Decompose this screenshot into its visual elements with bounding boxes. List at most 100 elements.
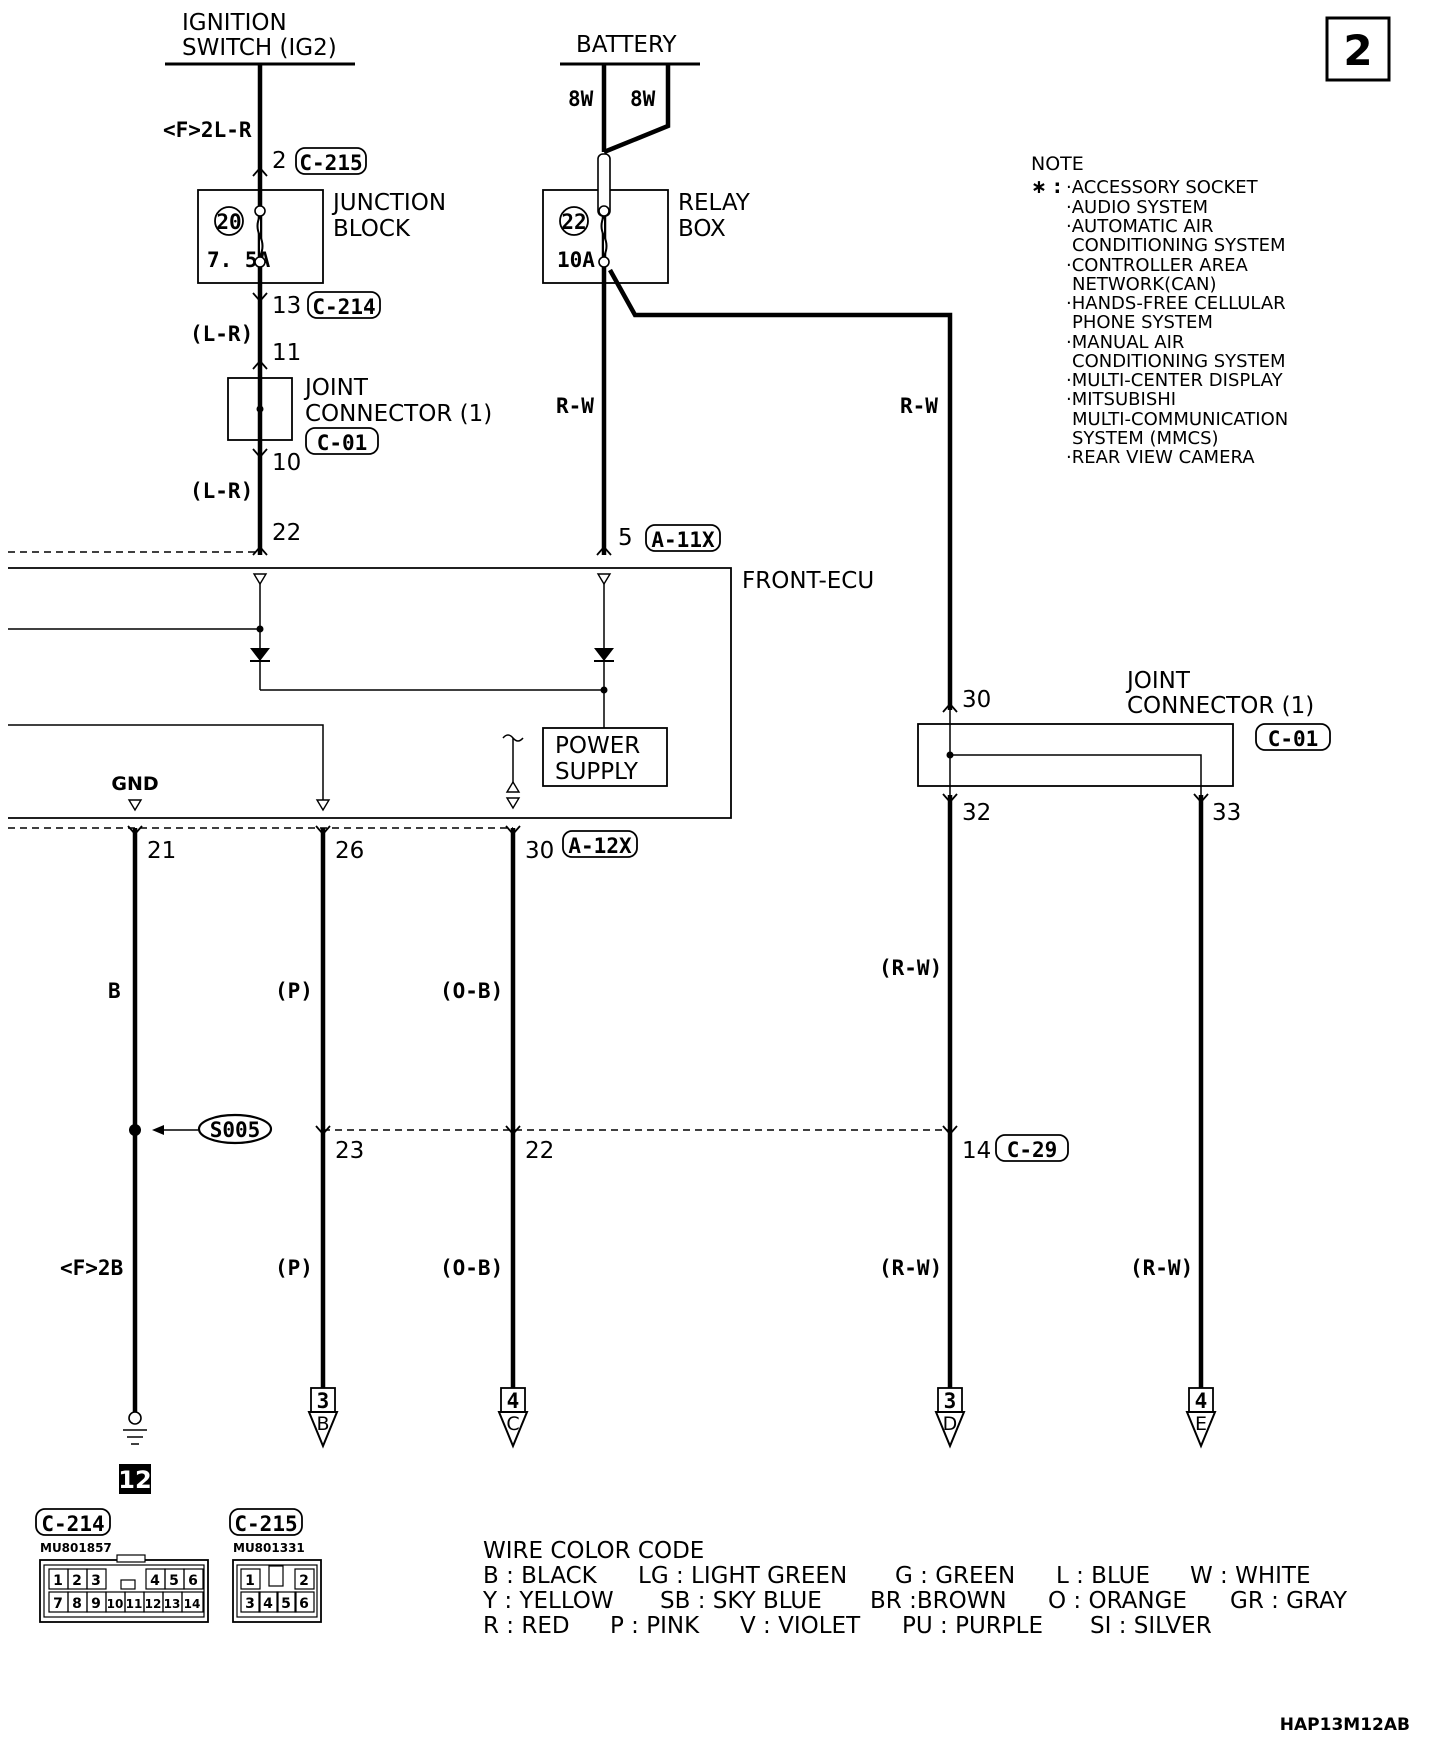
c214-pin-11: 11 [126,1597,143,1611]
fuse-22-top [598,205,610,217]
ecu-bidir-30-down [505,797,521,810]
terminal-3-b-letter: B [316,1413,329,1435]
cc-r1-c3: O : ORANGE [1048,1588,1187,1614]
pin-2: 2 [272,148,287,174]
power-supply-1: POWER [555,733,640,759]
joint-top-name-2: CONNECTOR (1) [305,401,492,427]
cc-r1-c4: GR : GRAY [1230,1588,1348,1614]
c214-pin-9: 9 [91,1596,101,1612]
battery-wire-2: 8W [630,87,656,111]
c215-pin-4: 4 [263,1596,273,1612]
cc-r1-c1: SB : SKY BLUE [660,1588,822,1614]
c215-pin-2: 2 [299,1573,309,1589]
battery-wire-b [603,64,671,155]
wire-label-rw-right: R-W [900,394,938,418]
pin-11: 11 [272,340,301,366]
cc-r0-c1: LG : LIGHT GREEN [638,1563,847,1589]
pin-5-ecu: 5 [618,525,633,551]
note-line-8: ·MANUAL AIR [1066,332,1184,353]
c214-pin-12: 12 [145,1597,162,1611]
cc-r1-c0: Y : YELLOW [482,1588,614,1614]
ecu-diode-batt [594,648,614,661]
pin-22-ecu: 22 [272,520,301,546]
ecu-batt-input-arrow [596,573,612,586]
c215-pin-3: 3 [245,1596,255,1612]
ecu-ig-junction-dot [256,625,264,633]
joint-top-dot [256,405,264,413]
power-supply-2: SUPPLY [555,759,639,785]
terminal-4-c-page: 4 [507,1389,520,1413]
ground-terminal [128,1411,142,1425]
c214-pin-8: 8 [72,1596,82,1612]
note-line-12: MULTI-COMMUNICATION [1072,409,1288,430]
c214-pin-5: 5 [169,1573,179,1589]
terminal-4-c[interactable]: 4 C [497,1387,529,1449]
conn-a11x-label: A-11X [651,528,715,552]
ground-no: 12 [118,1466,151,1494]
c215-pin-5: 5 [281,1596,291,1612]
fuse-22-no: 22 [561,210,586,234]
c214-view-part: MU801857 [40,1541,112,1555]
c214-pin-10: 10 [107,1597,124,1611]
terminal-4-e-letter: E [1195,1413,1207,1435]
page-number: 2 [1343,26,1372,75]
wire-label-p-2: (P) [275,1256,313,1280]
color-code-title: WIRE COLOR CODE [483,1538,704,1564]
splice-label: S005 [210,1118,261,1142]
cc-r2-c4: SI : SILVER [1090,1613,1212,1639]
junction-block-name-2: BLOCK [333,216,411,242]
conn-c01-top-label: C-01 [317,431,368,455]
cc-r0-c0: B : BLACK [483,1563,598,1589]
ecu-gnd-arrow [127,799,143,812]
note-line-1: ·AUDIO SYSTEM [1066,197,1208,218]
wire-label-lr-2: (L-R) [190,479,253,503]
terminal-4-e[interactable]: 4 E [1185,1387,1217,1449]
fuse-22-ring [559,206,589,236]
terminal-3-d[interactable]: 3 D [934,1387,966,1449]
c214-pin-4: 4 [150,1573,160,1589]
fuse-20-bottom [254,256,266,268]
terminal-4-e-page: 4 [1195,1389,1208,1413]
cc-r0-c4: W : WHITE [1190,1563,1311,1589]
ecu-gnd-label: GND [111,773,158,795]
pin-21: 21 [147,838,176,864]
c214-pin-13: 13 [164,1597,181,1611]
note-marker: ∗ : [1031,176,1061,198]
note-title: NOTE [1031,153,1084,175]
c215-view-part: MU801331 [233,1541,305,1555]
ecu-diode-ig [250,648,270,661]
pin-30-joint: 30 [962,687,991,713]
junction-block-name-1: JUNCTION [331,190,446,216]
ground-no-badge [119,1464,151,1494]
note-line-2: ·AUTOMATIC AIR [1066,216,1214,237]
note-line-13: SYSTEM (MMCS) [1072,428,1219,449]
c214-view-name: C-214 [41,1512,104,1536]
ecu-signal-26-arrow [315,799,331,812]
pin-13: 13 [272,293,301,319]
c214-pin-1: 1 [53,1573,63,1589]
fuse-20-no: 20 [216,210,241,234]
terminal-3-d-letter: D [943,1413,958,1435]
fuse-20-top [254,205,266,217]
conn-c01-top-badge [305,427,379,455]
cc-r2-c1: P : PINK [610,1613,700,1639]
conn-a12x-label: A-12X [568,834,632,858]
joint-right-name-2: CONNECTOR (1) [1127,693,1314,719]
wire-label-b: B [108,979,121,1003]
joint-connector-right-box [917,723,1234,787]
power-supply-box [542,727,668,787]
cc-r2-c0: R : RED [483,1613,570,1639]
splice-arrowhead [152,1125,164,1135]
wire-label-rw-32: (R-W) [879,956,942,980]
joint-top-name-1: JOINT [303,375,369,401]
ecu-bidir-30-up [505,780,521,793]
front-ecu-name: FRONT-ECU [742,568,874,594]
c214-pin-2: 2 [72,1573,82,1589]
wire-label-f2b: <F>2B [60,1256,123,1280]
terminal-4-c-letter: C [506,1413,519,1435]
terminal-3-b[interactable]: 3 B [307,1387,339,1449]
conn-c01-right-label: C-01 [1268,727,1319,751]
fuse-22-bottom [598,256,610,268]
note-line-5: NETWORK(CAN) [1072,274,1217,295]
